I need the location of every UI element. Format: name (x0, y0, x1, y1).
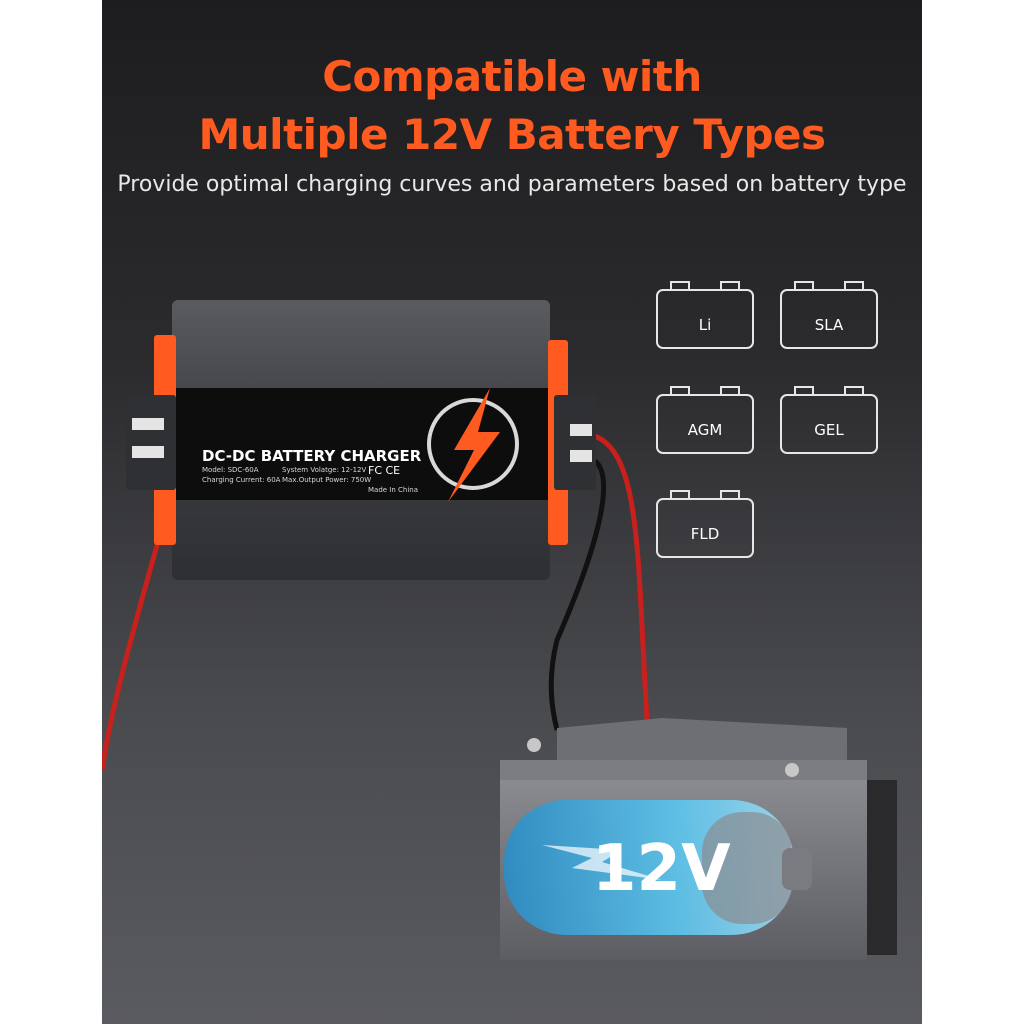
product-scene: DC-DC BATTERY CHARGER Model: SDC-60A Cha… (102, 281, 897, 960)
device-charging-current: Charging Current: 60A (202, 476, 281, 484)
battery-type-li: Li (656, 281, 754, 349)
headline-line-2: Multiple 12V Battery Types (198, 110, 826, 159)
battery-type-label: Li (699, 316, 712, 334)
battery-type-label: GEL (814, 421, 844, 439)
battery-type-label: SLA (815, 316, 844, 334)
battery-type-label: FLD (691, 525, 720, 543)
lead-acid-battery: 12V (500, 718, 897, 960)
device-model: Model: SDC-60A (202, 466, 259, 474)
charger-device: DC-DC BATTERY CHARGER Model: SDC-60A Cha… (126, 300, 596, 580)
battery-type-gel: GEL (780, 386, 878, 454)
subtitle: Provide optimal charging curves and para… (117, 172, 907, 197)
battery-type-sla: SLA (780, 281, 878, 349)
device-max-output: Max.Output Power: 750W (282, 476, 371, 484)
device-title: DC-DC BATTERY CHARGER (202, 447, 422, 465)
red-cable-right (591, 432, 650, 721)
battery-type-icons: Li SLA AGM GEL (656, 281, 878, 558)
black-cable (548, 455, 606, 731)
product-panel: Compatible with Multiple 12V Battery Typ… (102, 0, 922, 1024)
red-cable-left (102, 519, 167, 771)
battery-type-fld: FLD (656, 490, 754, 558)
device-origin: Made In China (368, 486, 418, 494)
device-certifications: FC CE (368, 464, 400, 477)
battery-type-label: AGM (688, 421, 723, 439)
headline-line-1: Compatible with (322, 52, 702, 101)
device-system-voltage: System Volatge: 12-12V (282, 466, 367, 474)
battery-voltage-label: 12V (592, 832, 731, 906)
battery-type-agm: AGM (656, 386, 754, 454)
lightning-bolt-icon (448, 388, 500, 502)
